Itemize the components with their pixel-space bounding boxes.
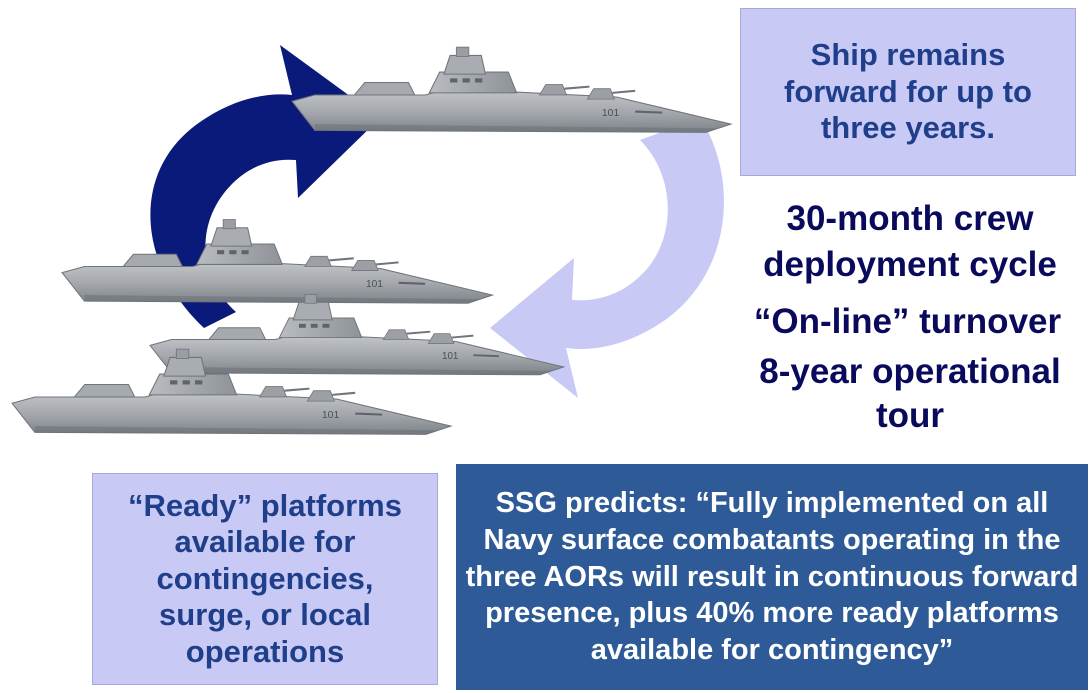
operational-tour-text: 8-year operational tour: [759, 352, 1061, 435]
callout-forward-text: Ship remains forward for up to three yea…: [784, 37, 1032, 146]
callout-ssg-text: SSG predicts: “Fully implemented on all …: [465, 486, 1079, 667]
hull-number: 101: [602, 108, 620, 119]
light-arrow: [490, 118, 724, 398]
callout-forward-deployment: Ship remains forward for up to three yea…: [740, 8, 1076, 176]
callout-ready-text: “Ready” platforms available for continge…: [128, 487, 402, 669]
hull-number: 101: [442, 351, 458, 362]
crew-cycle-text: 30-month crew deployment cycle: [763, 199, 1057, 284]
ship-ready-2: 101: [149, 293, 565, 376]
ship-ready-3: 101: [10, 348, 452, 436]
callout-ssg-prediction: SSG predicts: “Fully implemented on all …: [456, 464, 1088, 690]
ship-ready-1: 101: [60, 218, 494, 305]
hull-number: 101: [366, 279, 383, 290]
hull-number: 101: [322, 410, 340, 421]
turnover-text: “On-line” turnover: [753, 302, 1062, 341]
ship-forward-deployed: 101: [290, 46, 732, 134]
callout-ready-platforms: “Ready” platforms available for continge…: [92, 473, 438, 685]
